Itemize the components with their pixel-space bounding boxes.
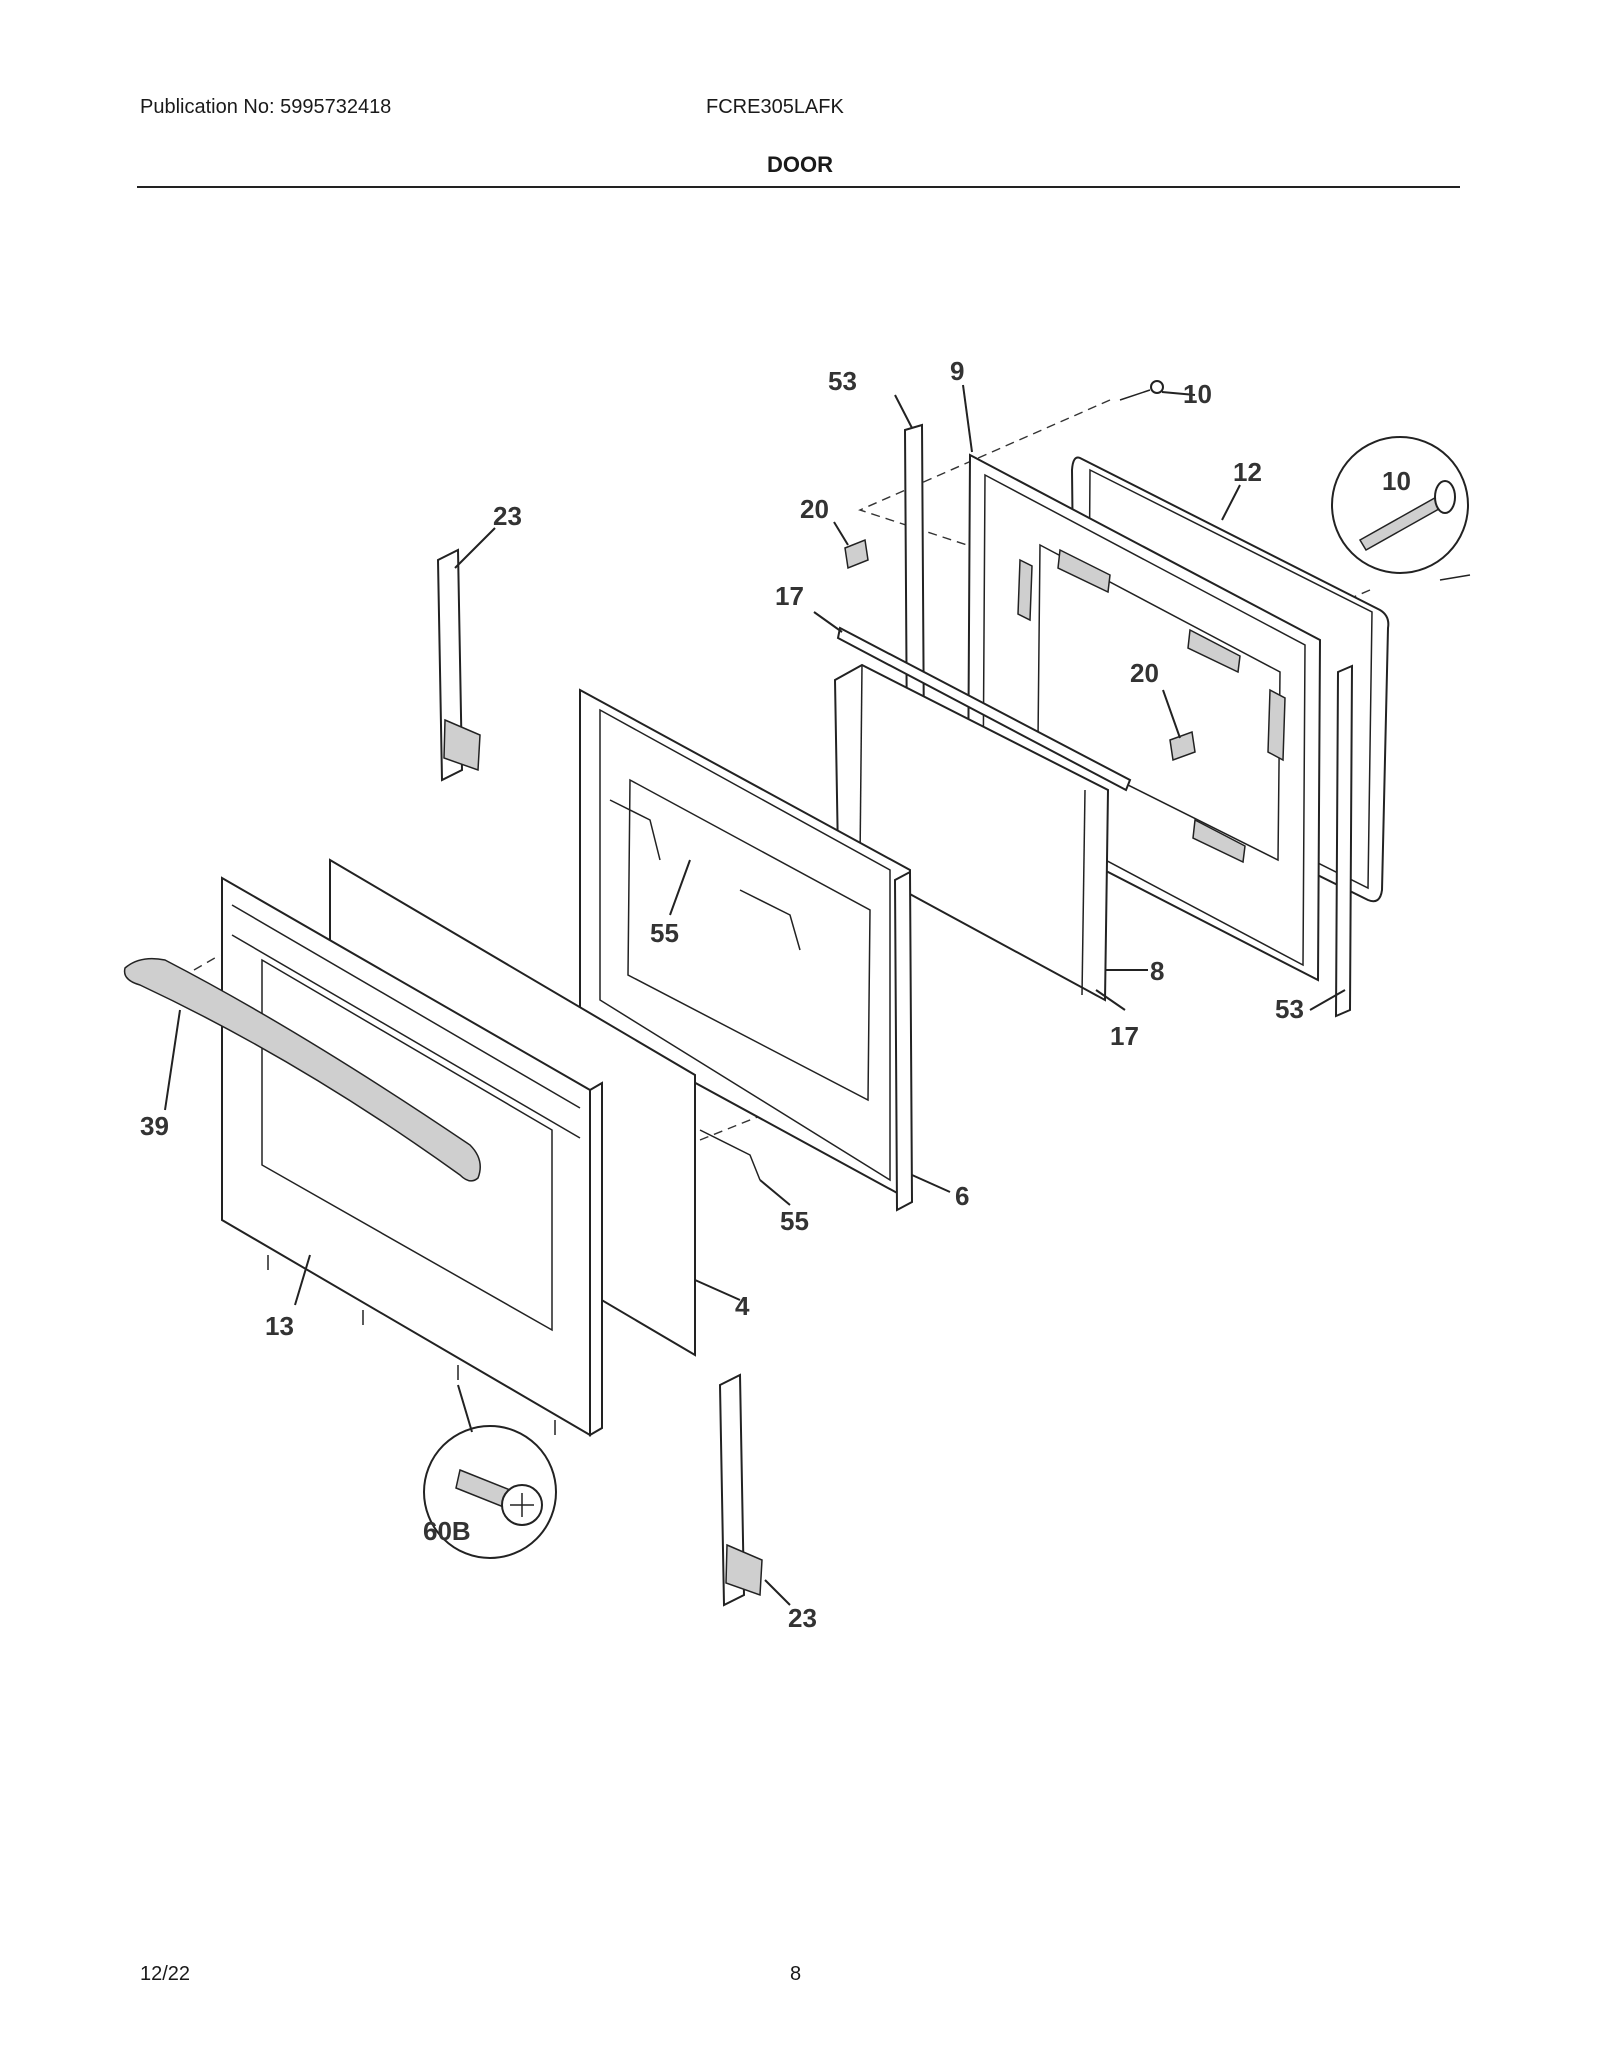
inner-door-liner-part-9 (966, 453, 1322, 982)
footer-date: 12/22 (140, 1963, 191, 1985)
callout-6: 6 (955, 1181, 969, 1211)
publication-number: Publication No: 5995732418 (140, 96, 392, 118)
leader-lines (164, 384, 1346, 1606)
screw-detail-60b (423, 1425, 557, 1559)
callout-23-top: 23 (493, 501, 522, 531)
hinge-part-23 (436, 548, 763, 1607)
screw-detail-circle (1331, 436, 1469, 574)
page-title: DOOR (767, 152, 833, 177)
door-handle-part-39 (123, 957, 481, 1182)
footer-page-number: 8 (790, 1963, 802, 1985)
header-divider (137, 186, 1460, 188)
callout-20-left: 20 (800, 494, 829, 524)
bottom-screws (267, 1255, 556, 1435)
callout-13: 13 (265, 1311, 294, 1341)
outer-door-panel-part-13 (221, 876, 603, 1437)
callout-20-right: 20 (1130, 658, 1159, 688)
callout-53-top: 53 (828, 366, 857, 396)
callout-17-bottom: 17 (1110, 1021, 1139, 1051)
callout-17-top: 17 (775, 581, 804, 611)
callout-60b: 60B (423, 1516, 471, 1546)
callout-55-bottom: 55 (780, 1206, 809, 1236)
callout-53-bottom: 53 (1275, 994, 1304, 1024)
callout-23-bottom: 23 (788, 1603, 817, 1633)
model-number: FCRE305LAFK (706, 96, 844, 118)
callout-10-top: 10 (1183, 379, 1212, 409)
callout-4: 4 (735, 1291, 750, 1321)
door-frame-part-6 (579, 688, 914, 1212)
callout-8: 8 (1150, 956, 1164, 986)
screw-part-10 (1119, 380, 1471, 581)
callout-55-mid: 55 (650, 918, 679, 948)
window-glass-part-8 (833, 663, 1110, 1002)
callout-labels: 53 9 10 10 12 20 20 23 17 55 8 17 53 39 … (140, 356, 1411, 1633)
callout-39: 39 (140, 1111, 169, 1141)
bracket-part-55 (609, 799, 801, 1181)
callout-12: 12 (1233, 457, 1262, 487)
callout-9: 9 (950, 356, 964, 386)
callout-10-detail: 10 (1382, 466, 1411, 496)
clip-part-20 (844, 538, 1196, 762)
